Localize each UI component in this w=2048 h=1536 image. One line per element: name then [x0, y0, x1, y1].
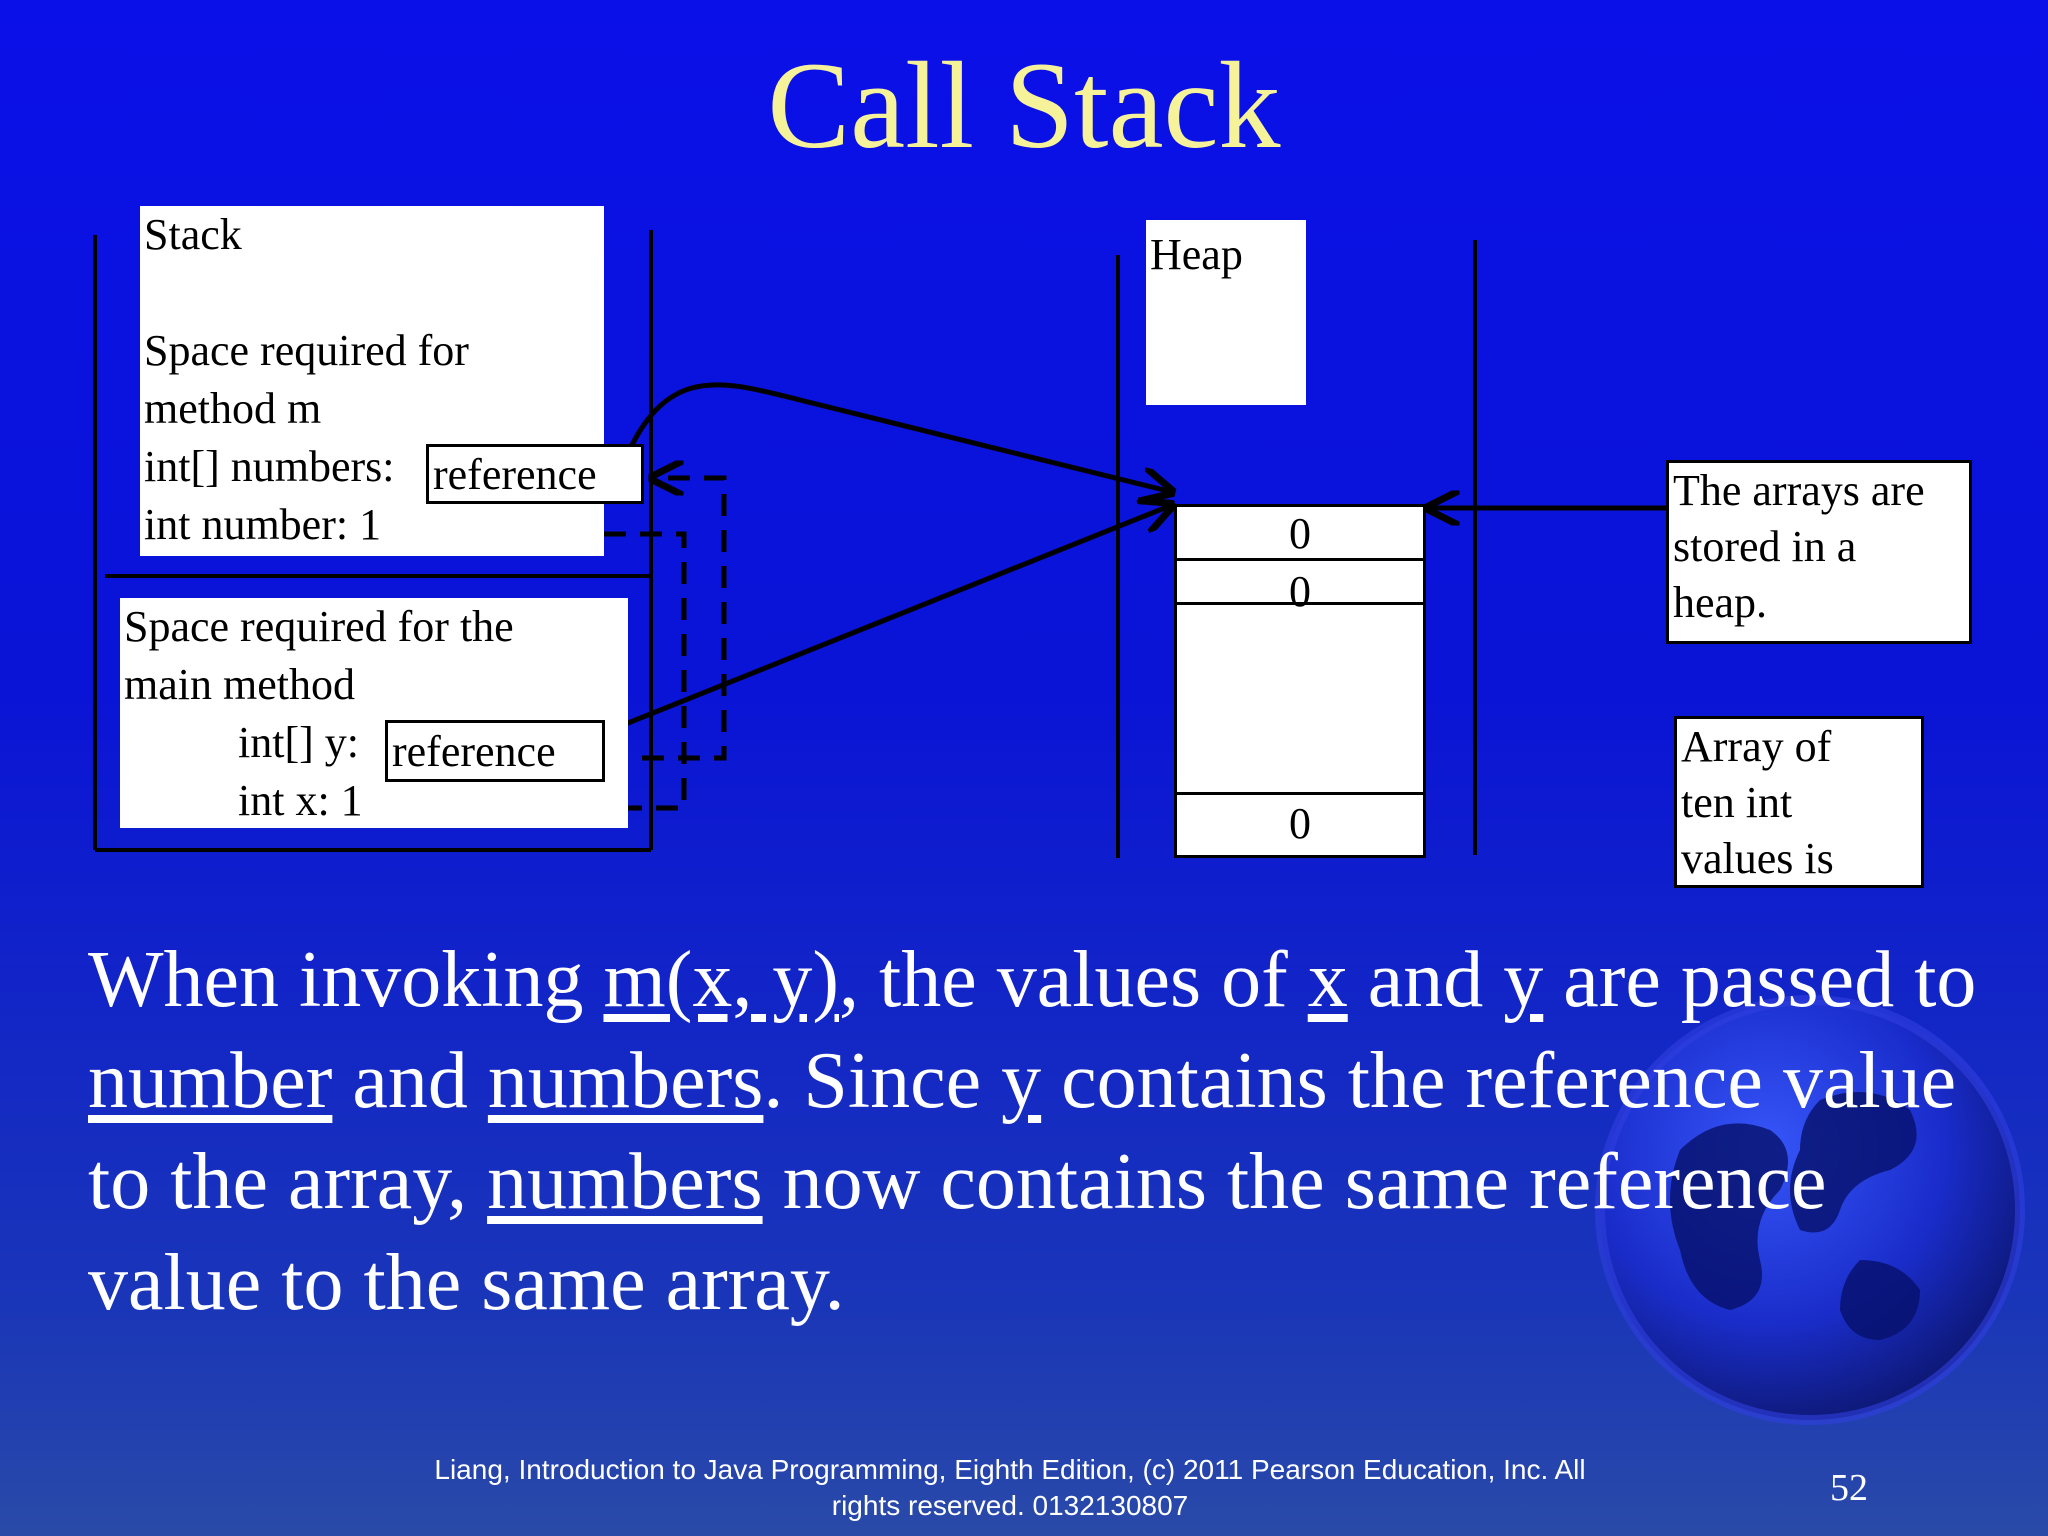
code-m-x-y: m(x, y) — [603, 936, 839, 1024]
para-text-3: and — [1347, 936, 1504, 1024]
array-of-ten-note: Array of ten int values is — [1674, 716, 1924, 888]
slide-footer: Liang, Introduction to Java Programming,… — [380, 1452, 1640, 1524]
heap-label-box: Heap — [1146, 220, 1306, 405]
y-reference-box: reference — [385, 720, 605, 782]
x-to-number-dashed-arrow — [404, 534, 687, 811]
numbers-reference-box: reference — [426, 444, 644, 504]
code-y: y — [1503, 936, 1544, 1024]
array-note-line-1: Array of — [1681, 722, 1832, 771]
y-to-numbers-dashed-arrow — [606, 478, 727, 761]
para-text-5: and — [332, 1037, 488, 1125]
method-m-line-2: method m — [144, 384, 322, 433]
para-text-8: now contains the same reference value to… — [88, 1138, 1827, 1327]
method-m-line-4: int number: 1 — [144, 500, 382, 549]
method-m-line-1: Space required for — [144, 326, 469, 375]
footer-line-1: Liang, Introduction to Java Programming,… — [434, 1454, 1586, 1485]
para-text-1: When invoking — [88, 936, 604, 1024]
arrays-note-line-1: The arrays are — [1673, 466, 1925, 515]
array-cell-1: 0 — [1289, 567, 1311, 616]
main-method-line-2: main method — [124, 660, 355, 709]
stack-label: Stack — [144, 210, 242, 259]
code-number: number — [88, 1037, 333, 1125]
arrays-note-line-3: heap. — [1673, 578, 1768, 627]
main-method-frame: Space required for the main method int[]… — [120, 598, 628, 828]
page-number: 52 — [1830, 1467, 1868, 1509]
array-note-line-2: ten int — [1681, 778, 1793, 827]
footer-line-2: rights reserved. 0132130807 — [831, 1490, 1189, 1521]
arrays-note-line-2: stored in a — [1673, 522, 1857, 571]
para-text-6: . Since — [763, 1037, 1002, 1125]
array-divider-3 — [1174, 792, 1426, 795]
code-x: x — [1307, 936, 1348, 1024]
para-text-7: contains the reference value to the arra… — [88, 1037, 1957, 1226]
heap-array — [1174, 504, 1426, 858]
para-text-2: , the values of — [838, 936, 1308, 1024]
arrays-in-heap-note: The arrays are stored in a heap. — [1666, 460, 1972, 644]
array-cell-last: 0 — [1289, 799, 1311, 848]
main-method-line-4: int x: 1 — [238, 776, 363, 825]
slide-title: Call Stack — [767, 37, 1281, 174]
array-divider-2 — [1174, 602, 1426, 605]
heap-label: Heap — [1150, 230, 1243, 279]
code-y-2: y — [1001, 1037, 1042, 1125]
code-numbers-2: numbers — [487, 1138, 763, 1226]
numbers-reference-arrow — [615, 382, 1172, 492]
method-m-line-3: int[] numbers: — [144, 442, 395, 491]
main-method-line-1: Space required for the — [124, 602, 514, 651]
globe-icon — [1595, 995, 2025, 1425]
y-reference-arrow — [597, 505, 1172, 738]
explanation-paragraph: When invoking m(x, y), the values of x a… — [88, 930, 1988, 1334]
array-note-line-3: values is — [1681, 834, 1834, 883]
array-divider-1 — [1174, 558, 1426, 561]
para-text-4: are passed to — [1543, 936, 1977, 1024]
code-numbers: numbers — [487, 1037, 764, 1125]
main-method-line-3: int[] y: — [238, 718, 359, 767]
array-cell-0: 0 — [1289, 509, 1311, 558]
